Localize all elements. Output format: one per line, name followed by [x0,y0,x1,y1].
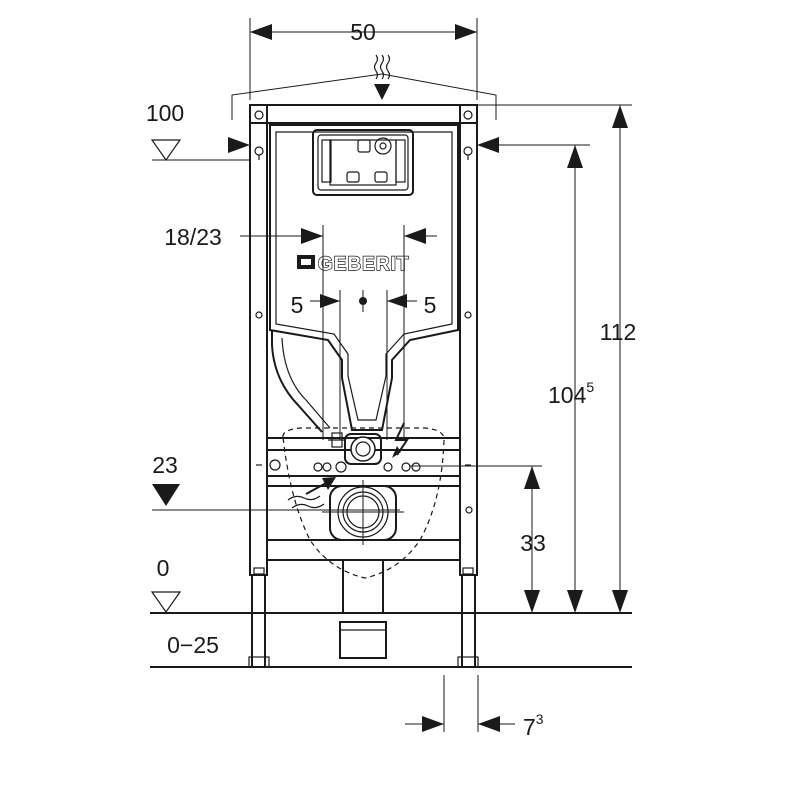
flush-connection [328,432,382,465]
center-mark [359,290,367,312]
frame-height-sup: 5 [586,379,594,395]
offset-left-label: 5 [291,292,304,318]
total-height-label: 112 [600,319,637,345]
foot-width-main: 7 [523,714,536,740]
geberit-logo: GEBERIT [297,253,409,276]
offset-dimensions [310,290,417,440]
cistern-inner [275,131,453,421]
total-height-dimension [477,104,632,613]
lightning-icon [392,422,409,458]
center-spacing-dimension [240,225,437,440]
level-marker-23 [152,484,400,511]
width-label: 50 [350,19,376,45]
level-marker-100 [150,137,250,162]
wavy-lines-icon [373,54,391,100]
level-marker-0 [150,591,632,614]
brand-logo-text: GEBERIT [318,254,409,275]
frame-height-label: 1045 [548,379,594,408]
flush-arrow-icon [287,477,336,509]
outlet-level-label: 23 [152,452,178,478]
actuator-opening [312,129,414,196]
foot-width-sup: 3 [536,711,544,727]
offset-right-label: 5 [424,292,437,318]
foot-width-label: 73 [523,711,544,740]
frame-height-main: 104 [548,382,587,408]
width-dimension [249,18,478,100]
drain-connector [322,480,404,545]
supply-hose [271,330,323,433]
center-spacing-label: 18/23 [164,224,222,250]
wc-bowl-outline [282,427,445,579]
foot-width-dimension [405,675,515,732]
floor-range-label: 0−25 [167,632,219,658]
wall-outline-top [231,73,497,120]
cistern-body [269,124,459,431]
outlet-height-label: 33 [520,530,546,556]
drain-pipe [339,559,387,659]
frame-height-dimension [477,137,590,613]
fixing-points-row [269,459,421,473]
floor-level-label: 0 [157,555,170,581]
top-level-label: 100 [146,100,184,126]
